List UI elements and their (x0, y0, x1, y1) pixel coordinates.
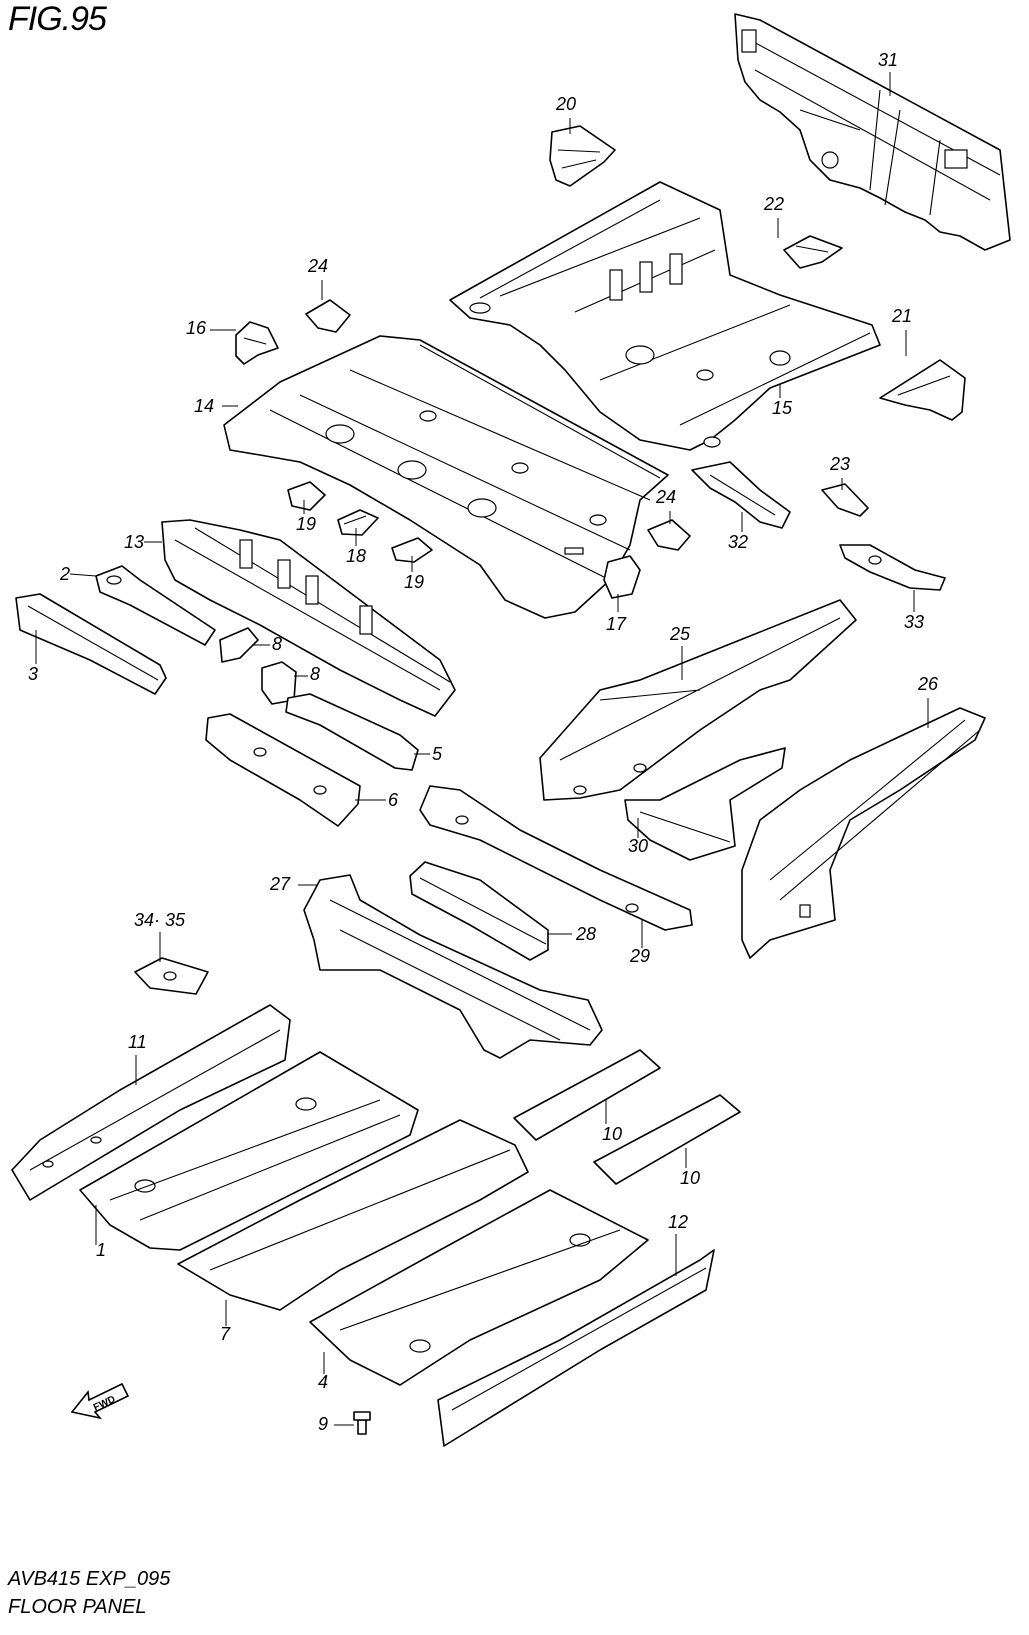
part-18-bracket[interactable] (337, 509, 379, 536)
part-label-p1[interactable]: 1 (96, 1240, 106, 1260)
part-label-p22[interactable]: 22 (763, 194, 784, 214)
part-label-p9[interactable]: 9 (318, 1414, 328, 1434)
part-6-member[interactable] (205, 713, 361, 827)
part-label-p10b[interactable]: 10 (680, 1168, 700, 1188)
part-label-p27[interactable]: 27 (269, 874, 291, 894)
part-28-member[interactable] (409, 861, 549, 961)
part-26-side-member[interactable] (741, 707, 986, 959)
part-label-p8a[interactable]: 8 (272, 634, 282, 654)
part-25-side-member[interactable] (539, 599, 857, 801)
part-label-p16[interactable]: 16 (186, 318, 207, 338)
part-label-p8b[interactable]: 8 (310, 664, 320, 684)
part-label-p13[interactable]: 13 (124, 532, 144, 552)
leader-line-p2 (69, 573, 97, 577)
drawing-code: AVB415 EXP_095 (8, 1568, 171, 1590)
part-label-p17[interactable]: 17 (606, 614, 627, 634)
part-label-p24a[interactable]: 24 (307, 256, 328, 276)
part-10-member-b[interactable] (593, 1094, 741, 1185)
part-33-member[interactable] (839, 544, 946, 591)
part-11-side-sill[interactable] (11, 1004, 291, 1201)
part-label-p4[interactable]: 4 (318, 1372, 328, 1392)
part-label-p18[interactable]: 18 (346, 546, 366, 566)
part-9-bolt[interactable] (353, 1411, 371, 1435)
part-label-p21[interactable]: 21 (891, 306, 912, 326)
part-13-cross-member[interactable] (161, 519, 456, 717)
part-label-p19a[interactable]: 19 (296, 514, 316, 534)
part-19-bracket-b[interactable] (391, 537, 433, 563)
part-label-p25[interactable]: 25 (669, 624, 691, 644)
part-2-member[interactable] (95, 565, 216, 646)
part-label-p7[interactable]: 7 (220, 1324, 231, 1344)
part-31-rear-panel[interactable] (734, 13, 1011, 251)
part-8-bracket-a[interactable] (219, 627, 259, 663)
part-label-p23[interactable]: 23 (829, 454, 850, 474)
part-label-p5[interactable]: 5 (432, 744, 443, 764)
part-label-p11[interactable]: 11 (128, 1032, 147, 1052)
part-label-p32[interactable]: 32 (728, 532, 748, 552)
part-20-bracket[interactable] (549, 125, 616, 187)
part-21-bracket[interactable] (879, 359, 966, 421)
part-label-p34_35[interactable]: 34· 35 (134, 910, 186, 930)
part-19-bracket-a[interactable] (287, 481, 326, 511)
part-label-p28[interactable]: 28 (575, 924, 596, 944)
drawing-name: FLOOR PANEL (8, 1596, 147, 1618)
part-label-p14[interactable]: 14 (194, 396, 214, 416)
part-12-side-sill[interactable] (437, 1249, 715, 1447)
part-label-p33[interactable]: 33 (904, 612, 924, 632)
part-17-bracket[interactable] (603, 555, 641, 599)
figure-title: FIG.95 (8, 0, 107, 38)
part-label-p24b[interactable]: 24 (655, 487, 676, 507)
part-4-floor-panel[interactable] (309, 1189, 649, 1386)
part-label-p30[interactable]: 30 (628, 836, 648, 856)
part-27-floor-tunnel[interactable] (303, 874, 603, 1059)
part-label-p29[interactable]: 29 (629, 946, 650, 966)
part-24-bracket-upper[interactable] (305, 299, 351, 333)
part-29-member[interactable] (419, 785, 693, 931)
part-15-rear-floor-pan[interactable] (449, 181, 881, 451)
part-label-p3[interactable]: 3 (28, 664, 38, 684)
part-34-35-plate[interactable] (134, 957, 209, 995)
part-32-member[interactable] (691, 461, 791, 529)
part-1-floor-panel[interactable] (79, 1051, 419, 1251)
part-label-p6[interactable]: 6 (388, 790, 399, 810)
part-label-p26[interactable]: 26 (917, 674, 939, 694)
part-label-p31[interactable]: 31 (878, 50, 898, 70)
part-30-bracket[interactable] (624, 747, 786, 861)
part-24-bracket-lower[interactable] (647, 519, 691, 551)
part-10-member-a[interactable] (513, 1049, 661, 1141)
part-16-bracket[interactable] (235, 321, 279, 365)
part-label-p19b[interactable]: 19 (404, 572, 424, 592)
part-label-p20[interactable]: 20 (555, 94, 576, 114)
part-label-p2[interactable]: 2 (59, 564, 70, 584)
part-3-member[interactable] (15, 593, 167, 695)
part-5-member[interactable] (285, 693, 419, 771)
part-14-middle-floor[interactable] (223, 335, 669, 619)
fwd-arrow-icon: FWD (70, 1382, 130, 1420)
part-label-p12[interactable]: 12 (668, 1212, 688, 1232)
part-7-center-floor[interactable] (177, 1119, 529, 1311)
part-label-p10a[interactable]: 10 (602, 1124, 622, 1144)
part-label-p15[interactable]: 15 (772, 398, 793, 418)
part-23-bracket[interactable] (821, 483, 869, 517)
part-22-bracket[interactable] (783, 235, 843, 269)
